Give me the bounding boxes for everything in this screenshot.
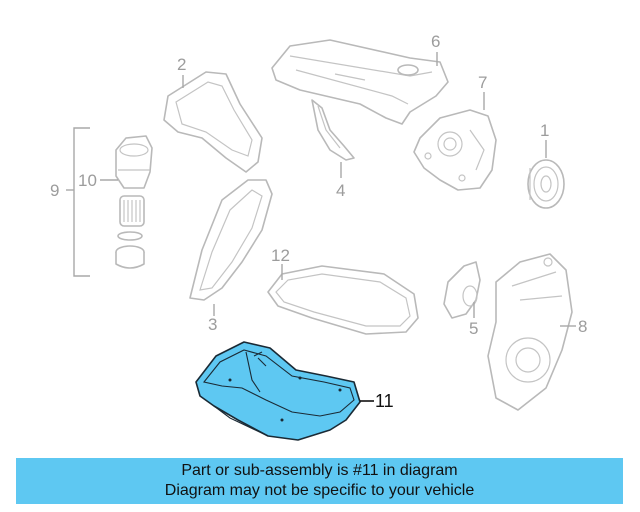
part-1-crank-pulley (527, 159, 565, 209)
callout-7: 7 (478, 73, 487, 92)
part-8-timing-cover (487, 253, 573, 411)
part-7-oil-pump (413, 109, 497, 191)
part-10-filter-housing (115, 135, 153, 189)
callout-6: 6 (431, 32, 440, 51)
oil-filter-group-box (66, 127, 90, 277)
part-11-oil-pan (195, 341, 361, 441)
part-4-bracket (311, 99, 355, 161)
callout-8: 8 (578, 317, 587, 336)
oil-filter-element (119, 195, 145, 227)
part-5-tensioner (443, 261, 481, 319)
callout-12: 12 (271, 246, 290, 265)
part-6-valve-cover (271, 39, 449, 125)
callout-3: 3 (208, 315, 217, 334)
oil-filter-o-ring (117, 231, 143, 241)
part-3-timing-cover-lower (189, 179, 273, 301)
callout-5: 5 (469, 319, 478, 338)
info-banner: Part or sub-assembly is #11 in diagram D… (16, 458, 623, 504)
callout-9: 9 (50, 181, 59, 200)
callout-1: 1 (540, 121, 549, 140)
callout-11: 11 (375, 391, 394, 411)
banner-line-1: Part or sub-assembly is #11 in diagram (181, 462, 458, 479)
callout-10: 10 (78, 171, 97, 190)
part-12-oil-pan-gasket (267, 265, 419, 335)
part-2-timing-cover-upper (163, 71, 263, 173)
callout-2: 2 (177, 55, 186, 74)
banner-line-2: Diagram may not be specific to your vehi… (164, 482, 475, 499)
callout-4: 4 (336, 181, 345, 200)
oil-filter-cap (115, 245, 145, 269)
